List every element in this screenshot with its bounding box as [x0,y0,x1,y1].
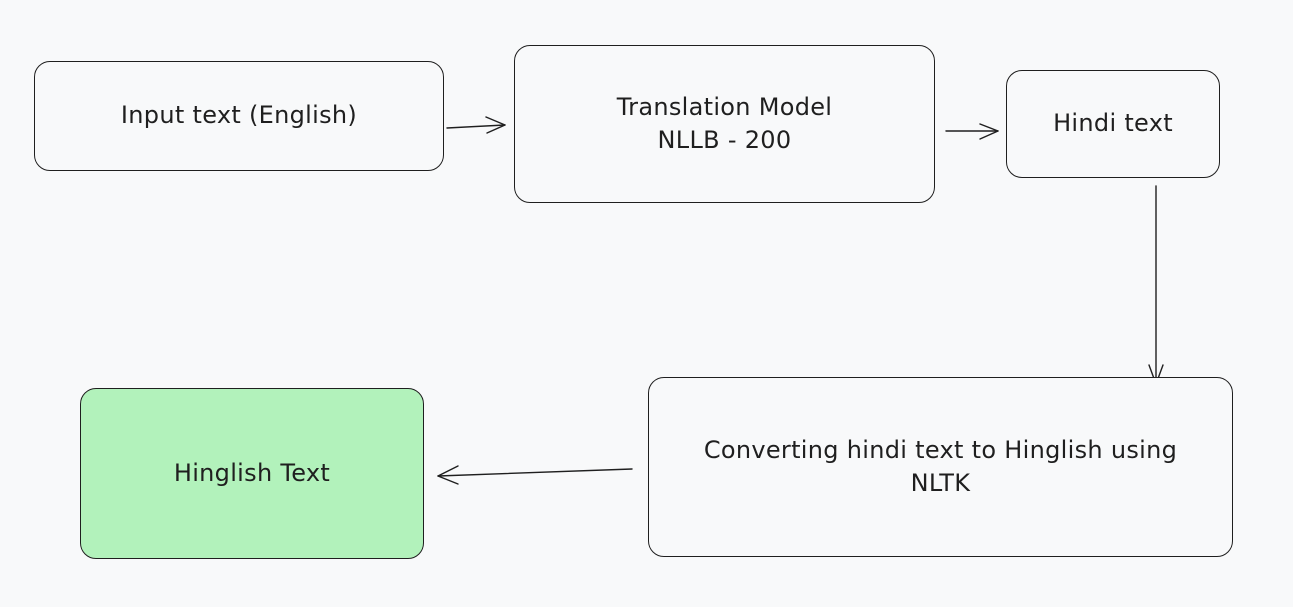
node-convert-hinglish-label: Converting hindi text to Hinglish using … [704,435,1177,499]
edge-input-to-model-arrowhead [485,116,506,134]
edge-model-to-hindi [945,123,999,140]
node-input-text[interactable]: Input text (English) [34,61,444,171]
node-hindi-text-label: Hindi text [1053,109,1173,138]
node-translation-model-label: Translation Model NLLB - 200 [617,92,833,156]
edge-convert-to-output [437,465,633,485]
node-convert-hinglish-line2: NLTK [910,469,971,497]
edge-convert-to-output-arrowhead [437,465,459,485]
node-input-text-label: Input text (English) [120,101,358,130]
edge-input-to-model [446,116,506,134]
edge-input-to-model-line [446,124,506,129]
node-convert-hinglish[interactable]: Converting hindi text to Hinglish using … [648,377,1233,557]
node-hinglish-output[interactable]: Hinglish Text [80,388,424,559]
node-hindi-text[interactable]: Hindi text [1006,70,1220,178]
edge-model-to-hindi-arrowhead [979,123,999,140]
node-convert-hinglish-line1: Converting hindi text to Hinglish using [703,435,1178,464]
node-translation-model[interactable]: Translation Model NLLB - 200 [514,45,935,203]
node-translation-model-line1: Translation Model [616,92,833,121]
edge-convert-to-output-line [437,468,633,477]
node-translation-model-line2: NLLB - 200 [657,126,792,154]
edge-hindi-to-convert [1148,185,1164,385]
node-hinglish-output-label: Hinglish Text [173,458,331,487]
